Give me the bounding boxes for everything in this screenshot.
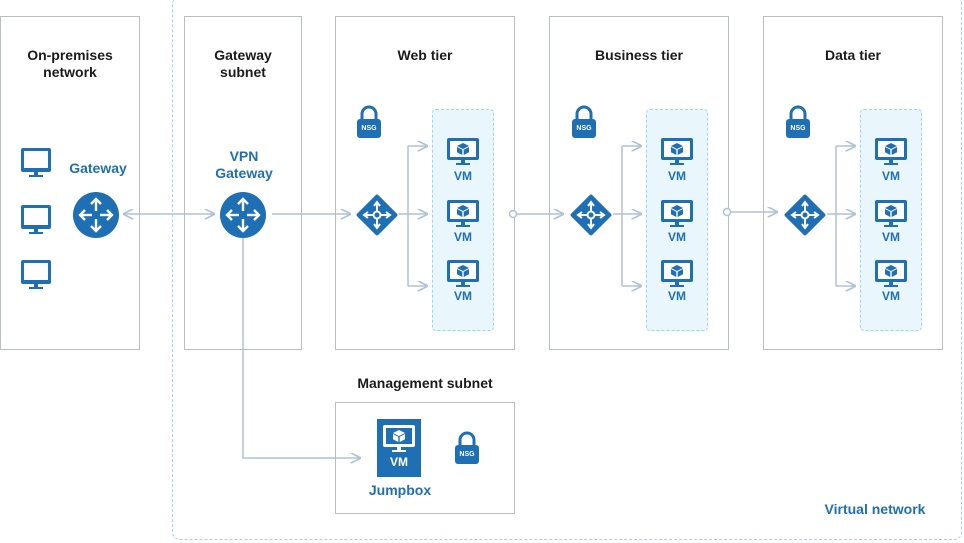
nsg-lock-icon [455, 431, 479, 464]
virtual-network-label: Virtual network [824, 501, 926, 517]
business-tier-title: Business tier [595, 47, 683, 63]
vm-icon [447, 200, 479, 227]
load-balancer-icon [784, 194, 826, 236]
nsg-lock-icon [357, 105, 381, 138]
vm-icon [383, 425, 415, 452]
vm-label: VM [882, 289, 900, 303]
vm-label: VM [882, 169, 900, 183]
jumpbox-vm: VM [377, 419, 421, 477]
vm-icon [875, 138, 907, 165]
nsg-lock-icon [786, 105, 810, 138]
vm-icon [447, 260, 479, 287]
vpn-gateway-label: VPN Gateway [215, 148, 273, 181]
onprem-title: On-premises network [27, 47, 113, 80]
jumpbox-label: Jumpbox [368, 482, 432, 498]
nsg-lock-icon [572, 105, 596, 138]
router-icon [73, 192, 119, 238]
vm-label: VM [668, 230, 686, 244]
data-nsg: NSG [785, 104, 811, 140]
monitor-icon [21, 148, 51, 177]
management-subnet-title: Management subnet [357, 375, 493, 391]
management-nsg: NSG [454, 430, 480, 466]
gateway-subnet-title: Gateway subnet [214, 47, 272, 80]
monitor-icon [21, 205, 51, 234]
business-nsg: NSG [571, 104, 597, 140]
load-balancer-icon [356, 194, 398, 236]
web-nsg: NSG [356, 104, 382, 140]
jumpbox-vm-label: VM [390, 455, 408, 469]
vm-icon [661, 200, 693, 227]
vm-label: VM [454, 169, 472, 183]
virtual-network-boundary [172, 0, 962, 540]
data-tier-title: Data tier [824, 47, 882, 63]
vm-label: VM [668, 169, 686, 183]
vm-icon [875, 260, 907, 287]
vm-label: VM [454, 230, 472, 244]
nsg-label: NSG [361, 125, 377, 132]
router-icon [220, 192, 266, 238]
nsg-label: NSG [459, 451, 475, 458]
gateway-label: Gateway [69, 160, 127, 176]
vm-icon [661, 260, 693, 287]
onprem-zone [0, 16, 140, 350]
vm-label: VM [454, 289, 472, 303]
vm-label: VM [882, 230, 900, 244]
vm-icon [875, 200, 907, 227]
vm-icon [447, 138, 479, 165]
vm-label: VM [668, 289, 686, 303]
vm-icon [661, 138, 693, 165]
monitor-icon [21, 260, 51, 289]
web-tier-title: Web tier [397, 47, 453, 63]
nsg-label: NSG [576, 125, 592, 132]
load-balancer-icon [570, 194, 612, 236]
nsg-label: NSG [790, 125, 806, 132]
management-subnet-zone [335, 402, 515, 514]
